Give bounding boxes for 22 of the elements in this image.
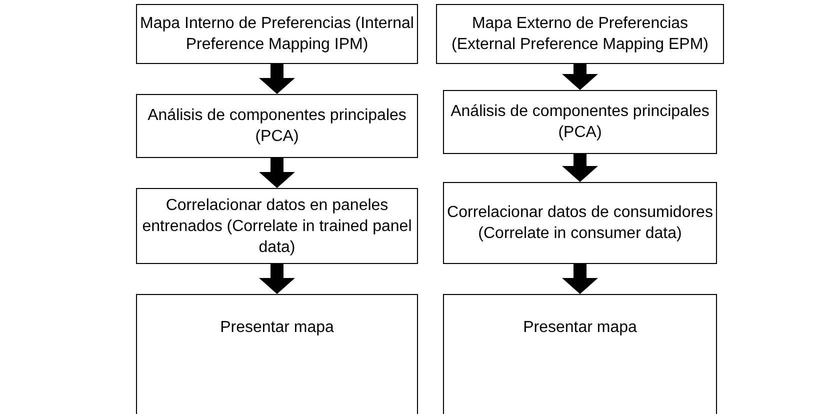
- arrow: [562, 154, 598, 182]
- process-box: [136, 4, 418, 64]
- box-text: Mapa Externo de Preferencias (External Preference Mapping EPM): [450, 14, 710, 55]
- box-text: Presentar mapa: [220, 318, 334, 338]
- arrow: [562, 264, 598, 294]
- arrow: [259, 64, 295, 94]
- arrow: [259, 158, 295, 188]
- box-text: Presentar mapa: [523, 318, 637, 338]
- process-box: [443, 90, 717, 154]
- process-box: [443, 294, 717, 414]
- box-text: Análisis de componentes principales (PCA): [450, 102, 710, 143]
- arrow: [259, 264, 295, 294]
- process-box: [136, 188, 418, 264]
- process-box: [443, 182, 717, 264]
- box-text: Análisis de componentes principales (PCA): [146, 106, 408, 147]
- box-text: Correlacionar datos en paneles entrenados (Correlate in trained panel data): [141, 196, 413, 258]
- process-box: [136, 94, 418, 158]
- box-text: Mapa Interno de Preferencias (Internal Preference Mapping IPM): [140, 14, 414, 55]
- arrow: [562, 64, 598, 90]
- box-text: Correlacionar datos de consumidores (Correlate in consumer data): [447, 203, 713, 244]
- process-box: [436, 4, 724, 64]
- process-box: [136, 294, 418, 414]
